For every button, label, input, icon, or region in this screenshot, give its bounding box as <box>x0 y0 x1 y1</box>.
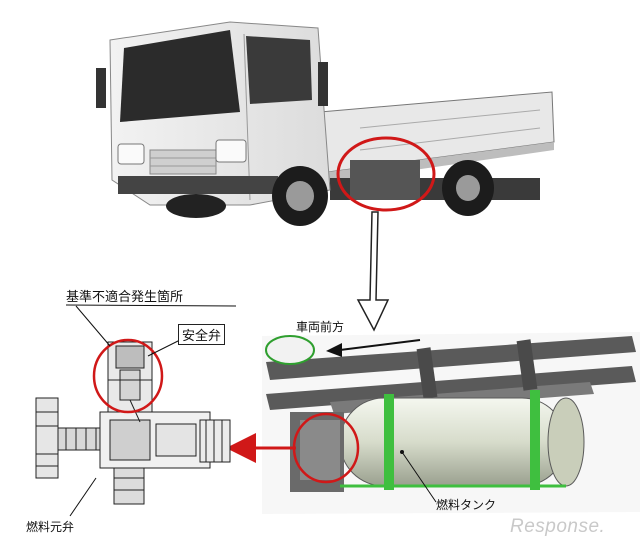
down-arrow <box>356 211 390 332</box>
front-direction-arrowhead <box>326 343 342 357</box>
valve-leader-line <box>69 477 97 517</box>
chassis-illustration <box>262 332 640 514</box>
defect-leader-line-1 <box>65 304 237 307</box>
safety-valve-label: 安全弁 <box>178 324 226 345</box>
watermark-logo: Response. <box>510 516 606 537</box>
fuel-tank-label: 燃料タンク <box>436 498 497 512</box>
truck-highlight-circle <box>336 136 436 212</box>
tank-leader-dot <box>400 450 404 454</box>
defect-location-label: 基準不適合発生箇所 <box>66 290 184 305</box>
fuel-main-valve-label: 燃料元弁 <box>26 520 75 534</box>
tank-leader-line <box>401 451 437 503</box>
safety-valve-highlight-circle <box>92 338 164 414</box>
valve-cross-section <box>35 341 231 505</box>
vehicle-front-label: 車両前方 <box>296 320 345 334</box>
defect-leader-line-2 <box>75 305 111 347</box>
safety-leader-line <box>147 339 181 357</box>
truck-illustration <box>96 21 555 226</box>
front-direction-arrow <box>339 339 421 351</box>
